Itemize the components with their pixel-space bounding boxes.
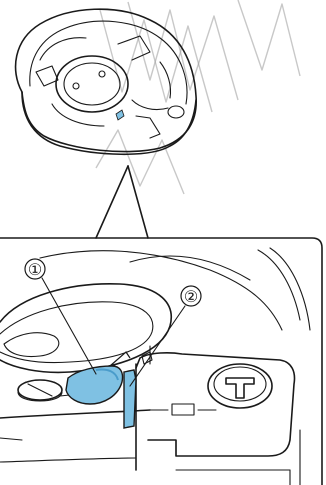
- callout-1-number: ①: [28, 262, 42, 279]
- zoom-leader: [96, 166, 148, 238]
- watermark: [96, 0, 300, 194]
- magnified-detail: [0, 238, 322, 485]
- callout-2-number: ②: [184, 289, 198, 306]
- part-2-highlight: [124, 370, 136, 428]
